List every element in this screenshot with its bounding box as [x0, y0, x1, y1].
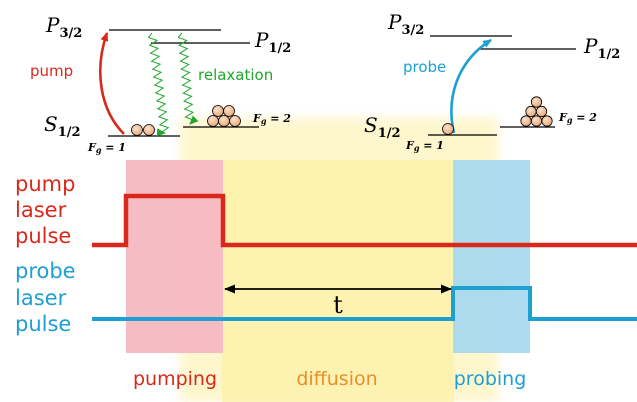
pump-pulse-label-line2: laser: [15, 198, 67, 222]
pump-pulse-signal: [92, 193, 637, 248]
phase-regions: [126, 118, 530, 402]
pump-transition-arrow: [99, 32, 125, 135]
pumping-region: [126, 160, 223, 353]
left-fg1-label: Fg = 1: [87, 141, 126, 155]
atom: [520, 115, 532, 127]
atom: [530, 115, 543, 127]
right-fg2-label: Fg = 2: [558, 111, 597, 125]
relaxation-arrow-1: [147, 32, 170, 137]
diffusion-region-core: [222, 160, 454, 402]
atom: [530, 96, 543, 108]
pump-pulse-label-line1: pump: [15, 172, 75, 196]
pump-transition-label: pump: [30, 62, 73, 80]
atom: [223, 105, 235, 117]
right-s12-label: S1/2: [364, 113, 401, 141]
atom: [207, 115, 219, 127]
right-p32-label: P3/2: [387, 10, 424, 38]
right-fg1-label: Fg = 1: [405, 139, 444, 153]
probe-pulse-label-line3: pulse: [15, 312, 71, 336]
atom: [212, 105, 224, 117]
diffusion-label: diffusion: [296, 368, 377, 390]
left-p32-label: P3/2: [45, 13, 82, 41]
probe-pulse-signal: [92, 286, 637, 321]
probing-label: probing: [454, 368, 527, 390]
atom: [525, 105, 537, 118]
atom: [541, 115, 553, 127]
right-level-diagram: P3/2 P1/2 S1/2 Fg = 1 Fg = 2 probe: [364, 10, 620, 153]
left-fg2-atoms: [207, 105, 241, 127]
left-fg1-atoms: [131, 124, 155, 136]
relaxation-arrow-2: [177, 32, 199, 125]
probe-transition-arrow: [450, 38, 492, 134]
atom: [442, 123, 454, 135]
atom: [131, 124, 143, 136]
atom: [535, 105, 548, 118]
left-level-diagram: P3/2 P1/2 S1/2 Fg = 1 Fg = 2 pump relaxa…: [30, 13, 291, 155]
left-p12-label: P1/2: [254, 28, 291, 56]
atom: [218, 115, 230, 127]
relaxation-label: relaxation: [198, 66, 273, 84]
left-s12-label: S1/2: [44, 112, 81, 140]
left-fg2-label: Fg = 2: [252, 112, 291, 126]
atom: [143, 124, 155, 136]
delay-label: t: [333, 291, 343, 319]
probe-pulse-label-line1: probe: [15, 259, 76, 283]
pump-pulse-label-line3: pulse: [15, 224, 71, 248]
probing-region: [453, 160, 530, 353]
right-p12-label: P1/2: [583, 34, 620, 62]
right-fg1-atoms: [442, 123, 454, 135]
timing-signals: pump laser pulse probe laser pulse t: [15, 172, 637, 336]
probe-transition-label: probe: [403, 58, 446, 76]
probe-pulse-label-line2: laser: [15, 286, 67, 310]
pumping-label: pumping: [133, 368, 217, 390]
atom: [229, 115, 241, 127]
right-fg2-atoms: [520, 96, 553, 127]
phase-labels: pumping diffusion probing: [133, 368, 526, 390]
